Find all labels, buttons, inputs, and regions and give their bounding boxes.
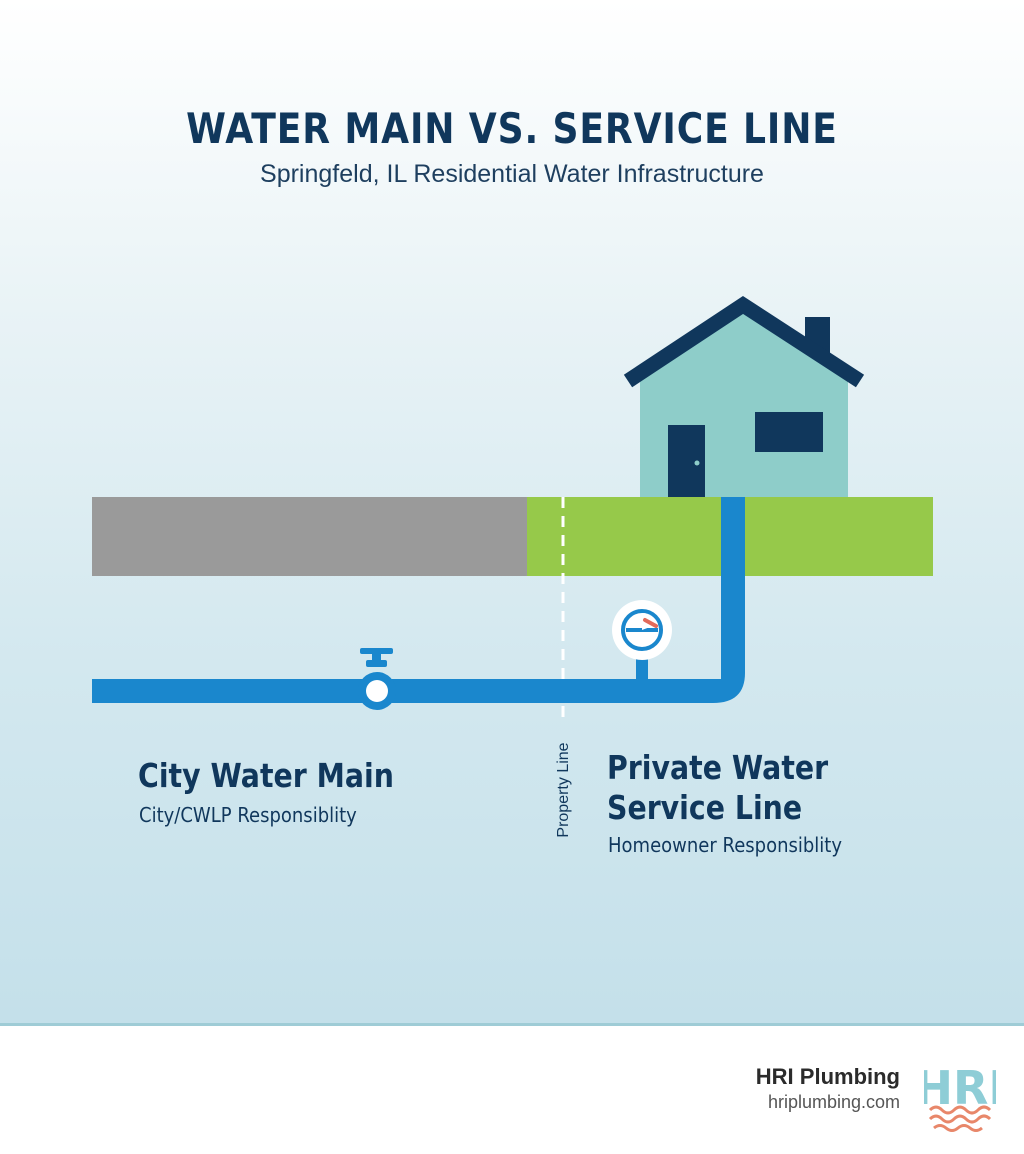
diagram-subtitle: Springfeld, IL Residential Water Infrast… — [260, 160, 764, 188]
city-water-main-pipe — [92, 679, 712, 703]
water-pipe — [92, 497, 745, 703]
shutoff-valve-icon — [358, 648, 396, 710]
brand-url: hriplumbing.com — [767, 1092, 900, 1112]
service-line-pipe — [700, 497, 745, 703]
door-knob — [694, 460, 700, 466]
infrastructure-scene — [92, 296, 933, 710]
house-icon — [623, 296, 865, 498]
property-line-label: Property Line — [555, 742, 572, 838]
private-line-label-2: Service Line — [607, 788, 803, 827]
house-window — [755, 412, 823, 452]
house-door — [668, 425, 705, 498]
panel-divider — [0, 1023, 1024, 1026]
water-meter-icon — [612, 600, 672, 680]
street-strip — [92, 497, 528, 576]
city-main-sublabel: City/CWLP Responsiblity — [139, 803, 357, 827]
private-line-label-1: Private Water — [607, 748, 829, 787]
diagram-title: WATER MAIN VS. SERVICE LINE — [186, 104, 838, 153]
private-line-sublabel: Homeowner Responsiblity — [608, 833, 843, 857]
house-roof — [623, 296, 865, 388]
brand-name: HRI Plumbing — [755, 1064, 900, 1089]
city-main-label: City Water Main — [138, 756, 394, 795]
hri-logo-icon: HRI — [924, 1061, 996, 1132]
